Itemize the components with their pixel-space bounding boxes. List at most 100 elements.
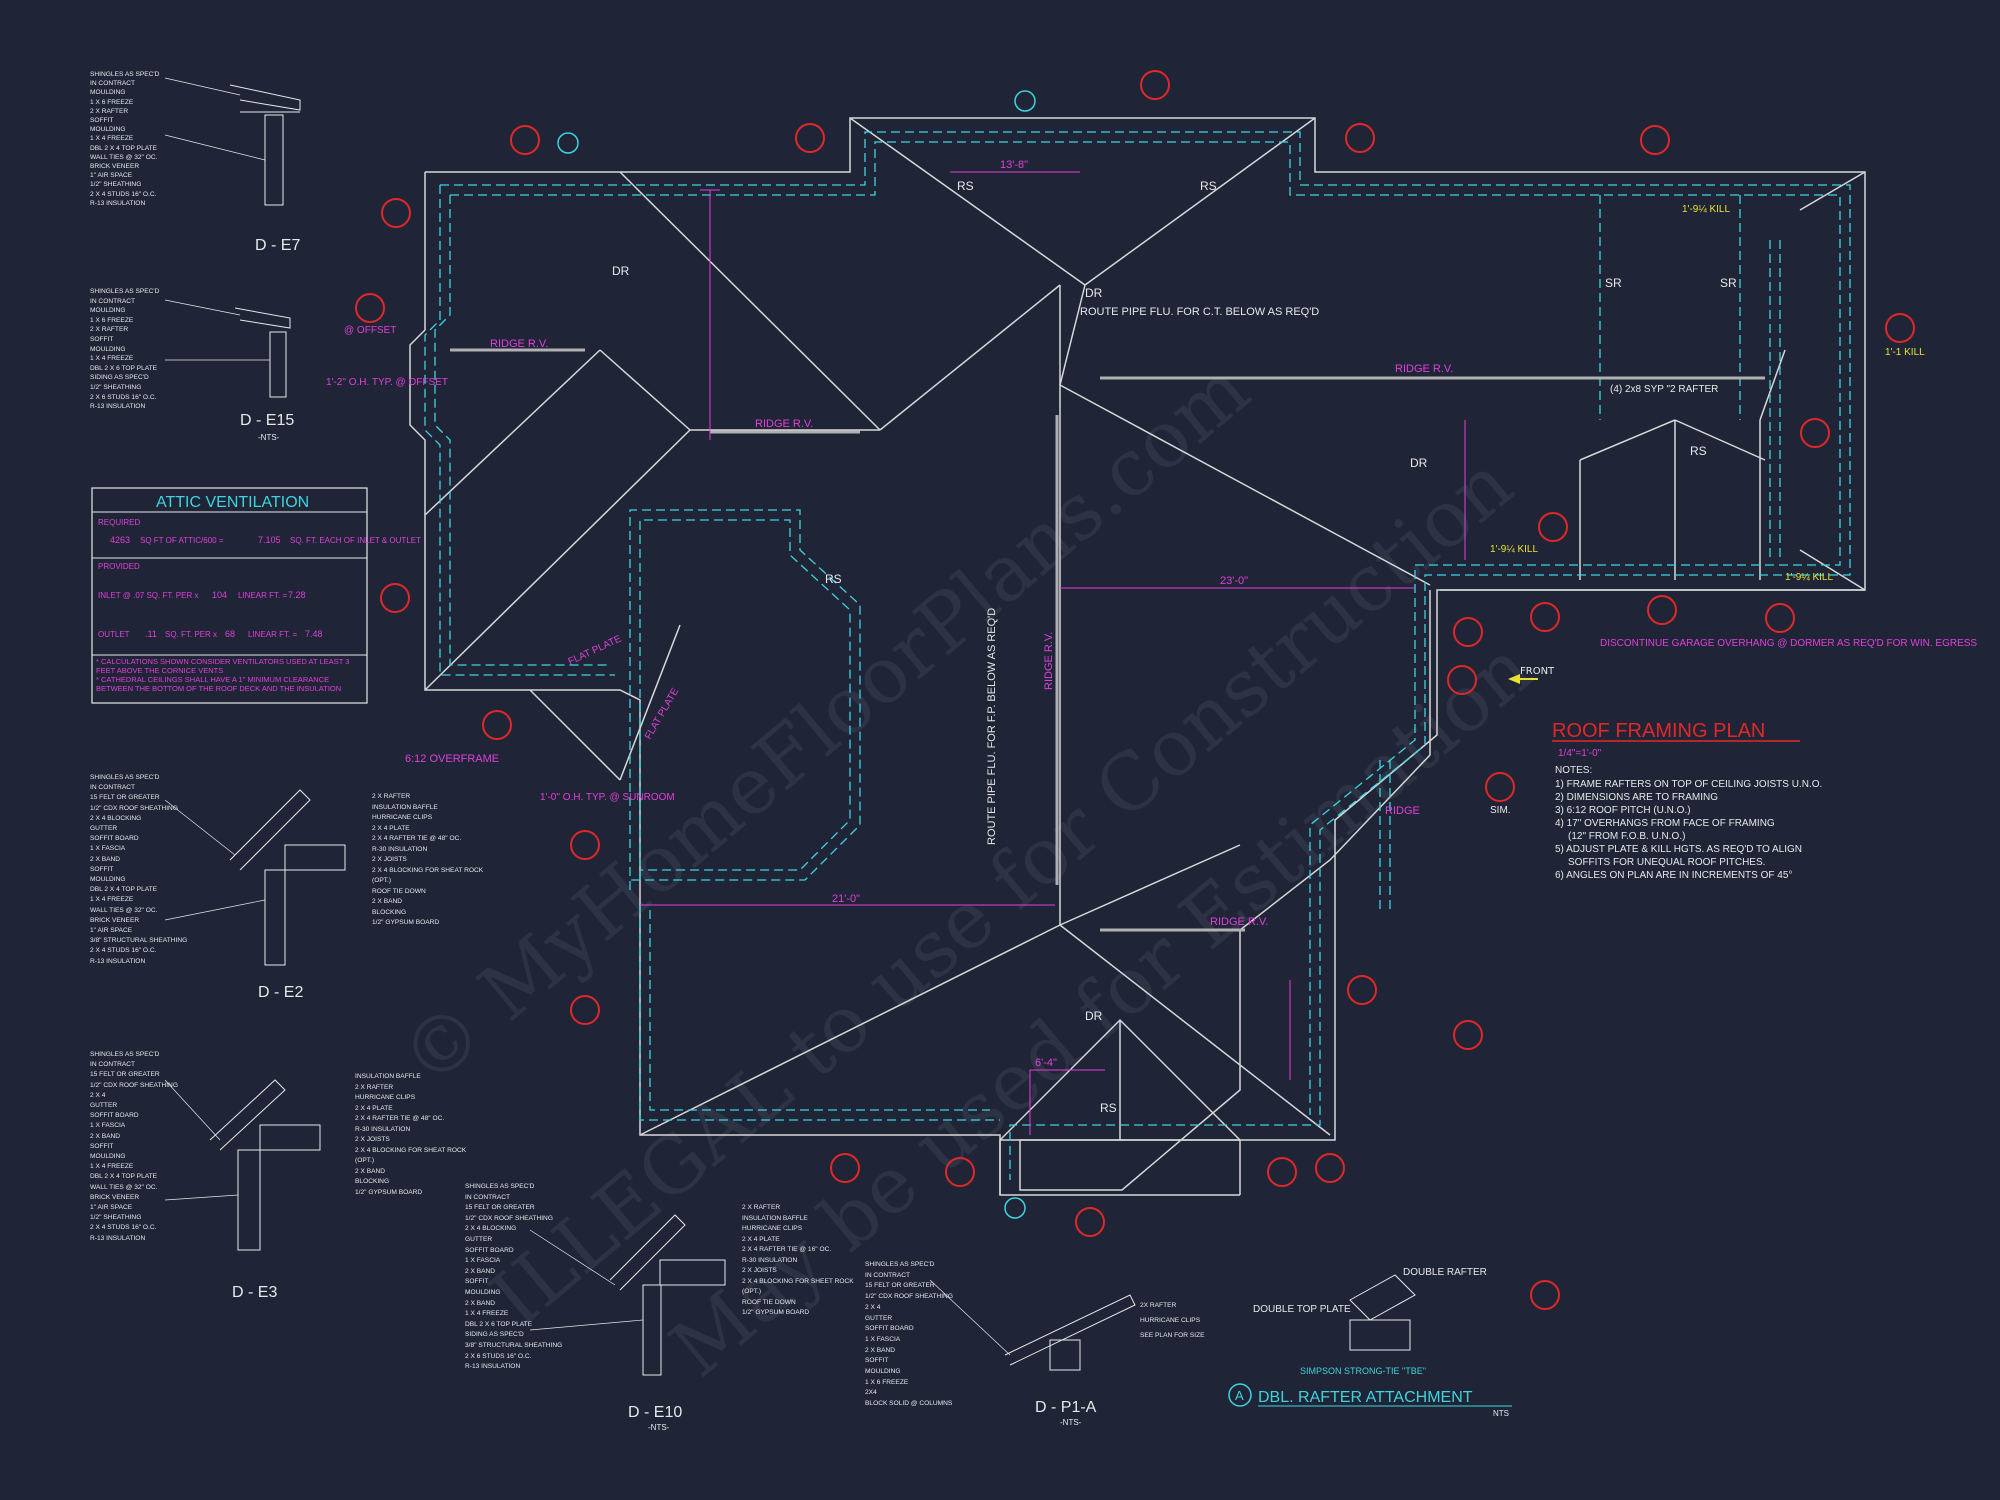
detail-a-marker[interactable] [1014, 90, 1036, 112]
section-marker[interactable] [1530, 1280, 1560, 1310]
e10-callout: 3/8" STRUCTURAL SHEATHING [465, 1341, 563, 1349]
p1a-callout: SOFFIT BOARD [865, 1325, 914, 1333]
ridge-rv-label-5: RIDGE R.V. [1043, 632, 1055, 690]
e7-callout: 2 X RAFTER [90, 107, 129, 115]
notes-heading: NOTES: [1555, 765, 1592, 776]
section-marker[interactable] [1447, 665, 1477, 695]
e2-callout: 1 X 4 FREEZE [90, 896, 134, 904]
e10-callout: 1/2" CDX ROOF SHEATHING [465, 1214, 553, 1222]
section-marker[interactable] [1453, 617, 1483, 647]
dr-label-1: DR [612, 264, 630, 278]
detail-a-marker[interactable] [1228, 1383, 1252, 1407]
detail-a-marker[interactable] [557, 132, 579, 154]
e3-callout: GUTTER [90, 1102, 118, 1110]
e2-callout: SHINGLES AS SPEC'D [90, 774, 160, 781]
e2-callout: SOFFIT BOARD [90, 835, 139, 843]
attic-outlet-mid: SQ. FT. PER x [165, 630, 217, 639]
e3-right-callout: 2 X 4 PLATE [355, 1104, 393, 1112]
e2-callout: SOFFIT [90, 865, 114, 873]
section-marker[interactable] [1640, 125, 1670, 155]
section-marker[interactable] [1530, 602, 1560, 632]
detail-e15-label: D - E15 [240, 412, 294, 429]
e7-callout: MOULDING [90, 89, 126, 97]
e10-callout: 2 X BAND [465, 1299, 496, 1307]
e2-right-callout: INSULATION BAFFLE [372, 803, 438, 811]
discontinue-label: DISCONTINUE GARAGE OVERHANG @ DORMER AS … [1600, 638, 1977, 649]
e2-callout: DBL 2 X 4 TOP PLATE [90, 886, 158, 894]
section-marker[interactable] [1800, 418, 1830, 448]
e10-right-callout: 2 X 4 RAFTER TIE @ 16" OC. [742, 1246, 832, 1253]
section-marker[interactable] [381, 198, 411, 228]
e3-right-callout: 2 X RAFTER [355, 1083, 394, 1091]
note-5b: SOFFITS FOR UNEQUAL ROOF PITCHES. [1568, 857, 1765, 868]
flat-plate-label: FLAT PLATE [567, 633, 624, 667]
e10-right-callout: HURRICANE CLIPS [742, 1225, 803, 1232]
detail-a-marker[interactable] [1004, 1197, 1026, 1219]
section-marker[interactable] [1647, 595, 1677, 625]
p1a-callout: SHINGLES AS SPEC'D [865, 1261, 935, 1268]
kill-labels: 1'-9¼ KILL 1'-9¼ KILL 1'-9¼ KILL 1'-1 KI… [1490, 203, 1925, 583]
section-marker[interactable] [945, 1157, 975, 1187]
section-marker[interactable] [1347, 975, 1377, 1005]
section-marker[interactable] [795, 123, 825, 153]
e3-callout: 1" AIR SPACE [90, 1204, 133, 1212]
section-marker[interactable] [1345, 123, 1375, 153]
section-marker[interactable] [570, 995, 600, 1025]
e7-callout: MOULDING [90, 126, 126, 134]
e15-callout: 1 X 4 FREEZE [90, 355, 134, 363]
sim-label: SIM. [1490, 805, 1511, 816]
note-5: 5) ADJUST PLATE & KILL HGTS. AS REQ'D TO… [1555, 844, 1802, 855]
rs-label-5: RS [1100, 1101, 1117, 1115]
section-marker[interactable] [1885, 313, 1915, 343]
e3-right-callout: INSULATION BAFFLE [355, 1073, 421, 1080]
section-marker[interactable] [1315, 1153, 1345, 1183]
attic-inlet-mid: LINEAR FT. = [238, 591, 287, 600]
e15-callout: SHINGLES AS SPEC'D [90, 288, 160, 295]
kill-label-2: 1'-9¼ KILL [1490, 543, 1538, 555]
rs-label-4: RS [1690, 444, 1707, 458]
note-3: 3) 6:12 ROOF PITCH (U.N.O.) [1555, 805, 1691, 816]
e2-callout: 2 X 4 BLOCKING [90, 814, 142, 822]
attic-outlet: OUTLET [98, 630, 130, 639]
attic-req-text: SQ FT OF ATTIC/600 = [140, 536, 224, 545]
section-marker[interactable] [1453, 1020, 1483, 1050]
dim-21-0: 21'-0" [832, 893, 860, 905]
e3-callout: 1 X FASCIA [90, 1122, 126, 1130]
e3-callout: MOULDING [90, 1153, 126, 1161]
kill-label-1: 1'-9¼ KILL [1682, 203, 1730, 215]
section-marker[interactable] [1140, 70, 1170, 100]
section-marker[interactable] [1485, 772, 1515, 802]
e3-right-callout: BLOCKING [355, 1178, 390, 1185]
section-marker[interactable] [570, 830, 600, 860]
section-marker[interactable] [380, 583, 410, 613]
section-marker[interactable] [830, 1153, 860, 1183]
section-marker[interactable] [1075, 1207, 1105, 1237]
e7-callout: DBL 2 X 4 TOP PLATE [90, 144, 158, 152]
e2-callout: 1" AIR SPACE [90, 927, 133, 935]
section-marker[interactable] [355, 293, 385, 323]
e3-callout: SOFFIT BOARD [90, 1112, 139, 1120]
e15-callout: R-13 INSULATION [90, 403, 146, 411]
attic-req-tail: SQ. FT. EACH OF INLET & OUTLET [290, 536, 421, 545]
ridge-label: RIDGE [1385, 805, 1420, 817]
e3-callout: R-13 INSULATION [90, 1234, 146, 1242]
e3-right-callout: 1/2" GYPSUM BOARD [355, 1188, 423, 1196]
attic-inlet-result: 7.28 [288, 590, 306, 600]
e2-callout: 2 X BAND [90, 855, 121, 863]
detail-p1a-nts: -NTS- [1060, 1418, 1082, 1427]
attic-req-result: 7.105 [258, 535, 281, 545]
e3-callout: 1 X 4 FREEZE [90, 1163, 134, 1171]
simpson-label: SIMPSON STRONG-TIE "TBE" [1300, 1366, 1426, 1376]
section-markers [355, 70, 1915, 1310]
offset-label: @ OFFSET [344, 325, 396, 336]
section-marker[interactable] [1267, 1157, 1297, 1187]
e2-right-callout: 2 X 4 BLOCKING FOR SHEAT ROCK (OPT.) [372, 866, 484, 885]
kill-label-4: 1'-1 KILL [1885, 347, 1925, 358]
section-marker[interactable] [1765, 603, 1795, 633]
e10-right-callout: 2 X 4 PLATE [742, 1235, 780, 1243]
section-marker[interactable] [482, 710, 512, 740]
section-marker[interactable] [510, 125, 540, 155]
section-marker[interactable] [1538, 512, 1568, 542]
